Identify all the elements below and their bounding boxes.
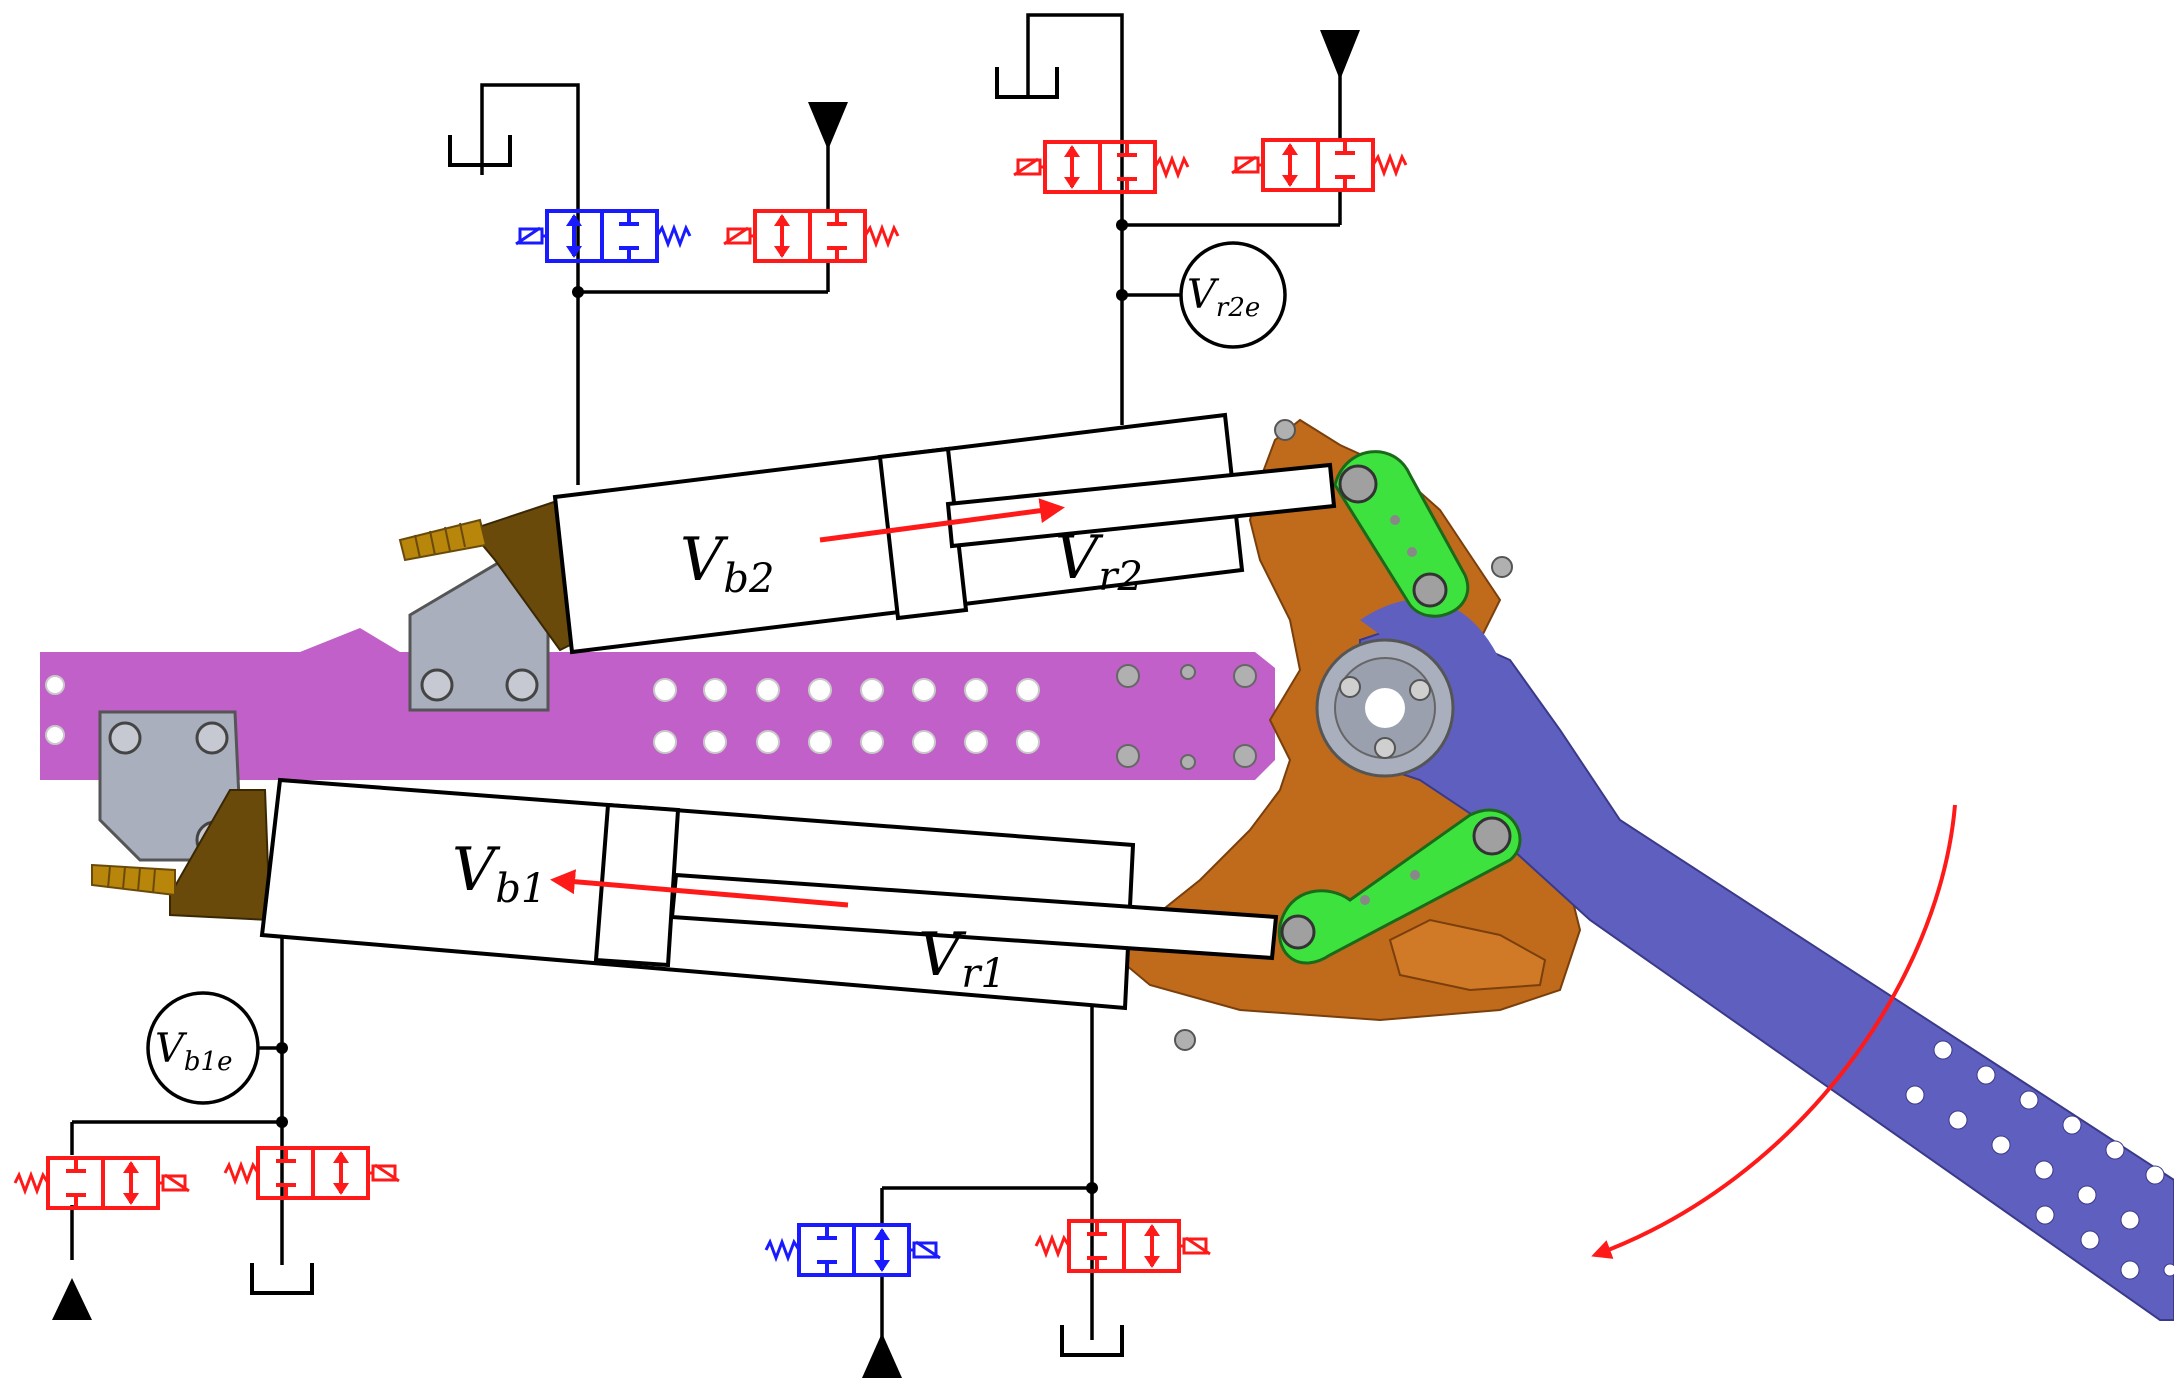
pressure-source-triangle-icon — [52, 30, 1360, 1378]
label-vb1e: Vb1e — [155, 1026, 232, 1077]
valve-upper-right-red-1 — [1012, 140, 1190, 194]
lower-cylinder-endcap — [91, 789, 272, 922]
label-vr2: Vr2 — [1055, 523, 1143, 600]
label-vb2: Vb2 — [680, 525, 774, 602]
valve-lower-left-red-2 — [223, 1146, 401, 1200]
purple-frame — [40, 628, 1275, 780]
blue-arm — [1359, 599, 2174, 1321]
label-vb1: Vb1 — [452, 835, 546, 912]
valve-lower-middle-red — [1034, 1219, 1212, 1273]
vr2e-volume-circle — [1179, 241, 1287, 349]
valve-lower-left-red-1 — [13, 1156, 191, 1210]
valve-upper-right-red-2 — [1230, 138, 1408, 192]
vb1e-volume-circle — [146, 991, 260, 1105]
valve-upper-left-blue — [514, 209, 692, 263]
label-vr1: Vr1 — [918, 920, 1006, 997]
lower-cylinder — [259, 777, 1279, 1011]
upper-piston-arrow — [819, 498, 1065, 543]
upper-green-link — [1333, 450, 1470, 618]
upper-cylinder — [552, 412, 1337, 655]
valve-lower-middle-blue — [764, 1223, 942, 1277]
label-vr2e: Vr2e — [1187, 272, 1260, 323]
valve-upper-left-red — [722, 209, 900, 263]
lower-piston-arrow — [550, 869, 849, 908]
pivot-hub — [1315, 638, 1455, 778]
junction-dots — [276, 219, 1128, 1194]
lower-green-link — [1277, 808, 1522, 965]
rotation-arrow — [1591, 804, 1957, 1259]
